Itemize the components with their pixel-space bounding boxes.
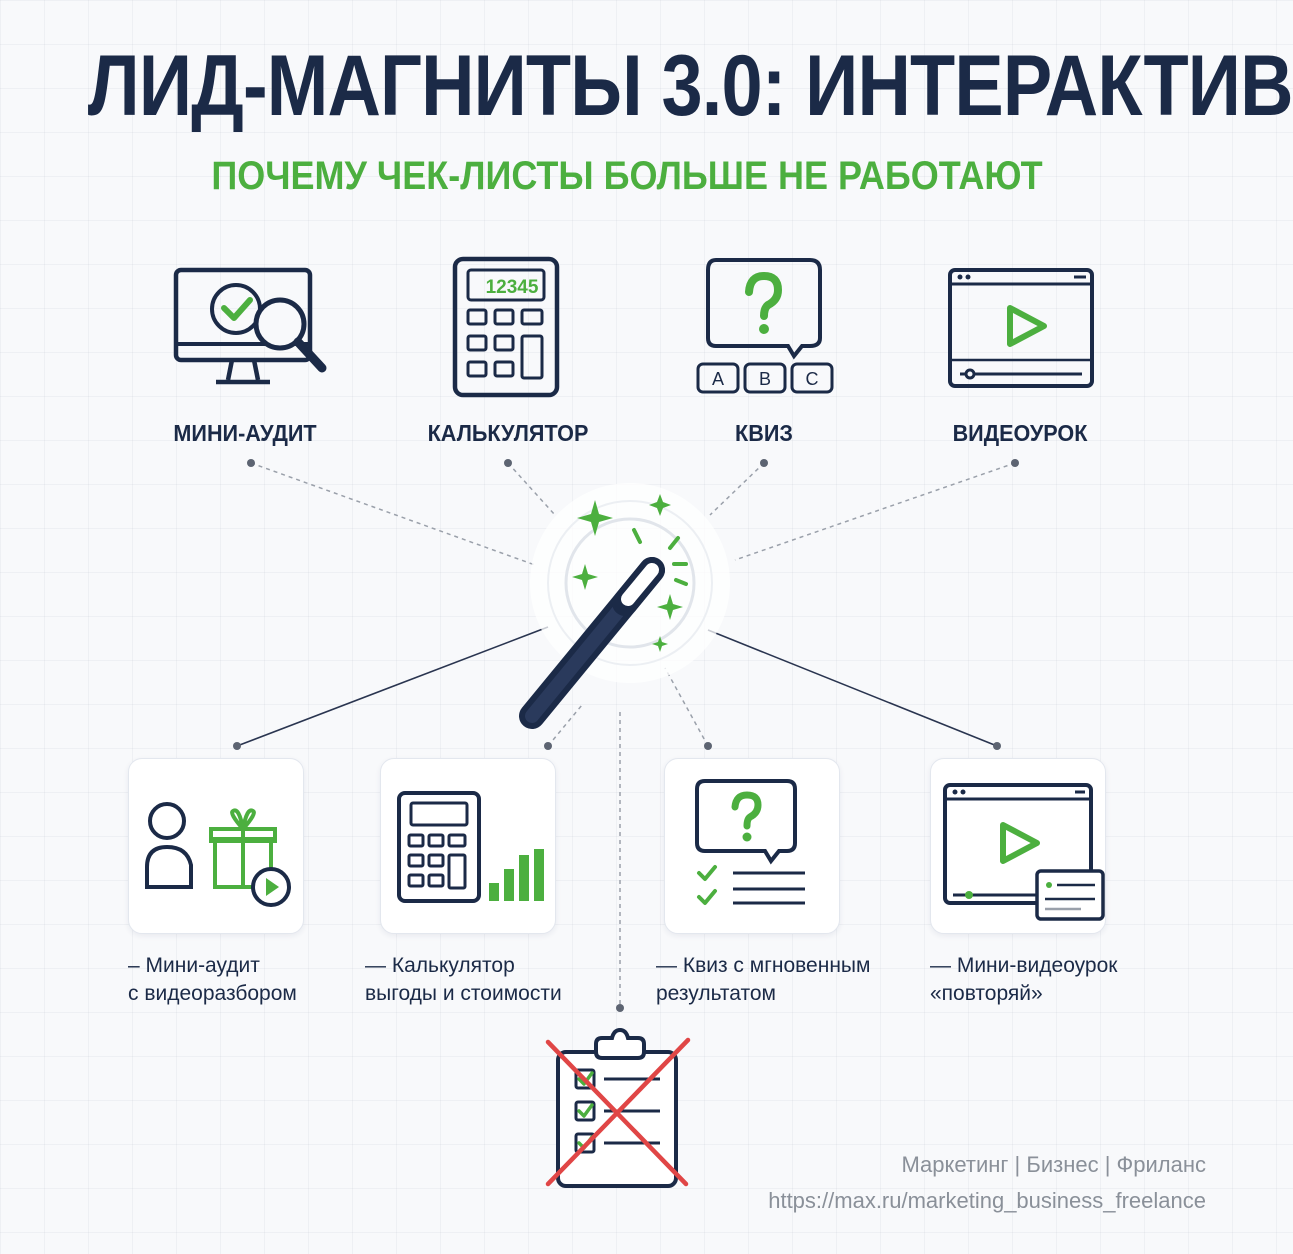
video-player-icon [946, 266, 1096, 390]
card-video-lesson [930, 758, 1106, 934]
desc-quiz: — Квиз с мгновенным результатом [656, 954, 871, 1005]
calculator-display: 12345 [486, 277, 539, 298]
connector-lines [233, 459, 1019, 1012]
monitor-magnifier-icon [170, 262, 330, 397]
card-calculator [380, 758, 556, 934]
page-title: ЛИД-МАГНИТЫ 3.0: ИНТЕРАКТИВ [87, 38, 1293, 134]
quiz-option-a: A [712, 369, 724, 389]
desc-mini-audit: – Мини-аудит с видеоразбором [128, 954, 297, 1005]
footer-tagline: Маркетинг | Бизнес | Фриланс [901, 1152, 1206, 1177]
top-label-mini-audit: МИНИ-АУДИТ [173, 420, 317, 446]
page-subtitle: ПОЧЕМУ ЧЕК-ЛИСТЫ БОЛЬШЕ НЕ РАБОТАЮТ [211, 154, 1043, 198]
footer-link[interactable]: https://max.ru/marketing_business_freela… [768, 1188, 1206, 1213]
top-label-quiz: КВИЗ [735, 420, 793, 446]
quiz-bubble-icon: A B C [694, 256, 836, 398]
quiz-checklist-icon [695, 779, 805, 905]
card-mini-audit [128, 758, 304, 934]
quiz-option-b: B [759, 369, 771, 389]
desc-video-lesson: — Мини-видеоурок «повторяй» [930, 954, 1118, 1005]
top-label-video-lesson: ВИДЕОУРОК [952, 420, 1088, 446]
magic-wand-icon [510, 483, 750, 738]
top-label-calculator: КАЛЬКУЛЯТОР [427, 420, 589, 446]
video-replay-icon [943, 783, 1105, 921]
calculator-icon: 12345 [452, 256, 562, 398]
quiz-option-c: C [806, 369, 819, 389]
card-quiz [664, 758, 840, 934]
desc-calculator: — Калькулятор выгоды и стоимости [365, 954, 562, 1005]
person-gift-video-icon [145, 802, 291, 907]
crossed-checklist-icon [540, 1027, 700, 1192]
calculator-chart-icon [397, 791, 544, 903]
